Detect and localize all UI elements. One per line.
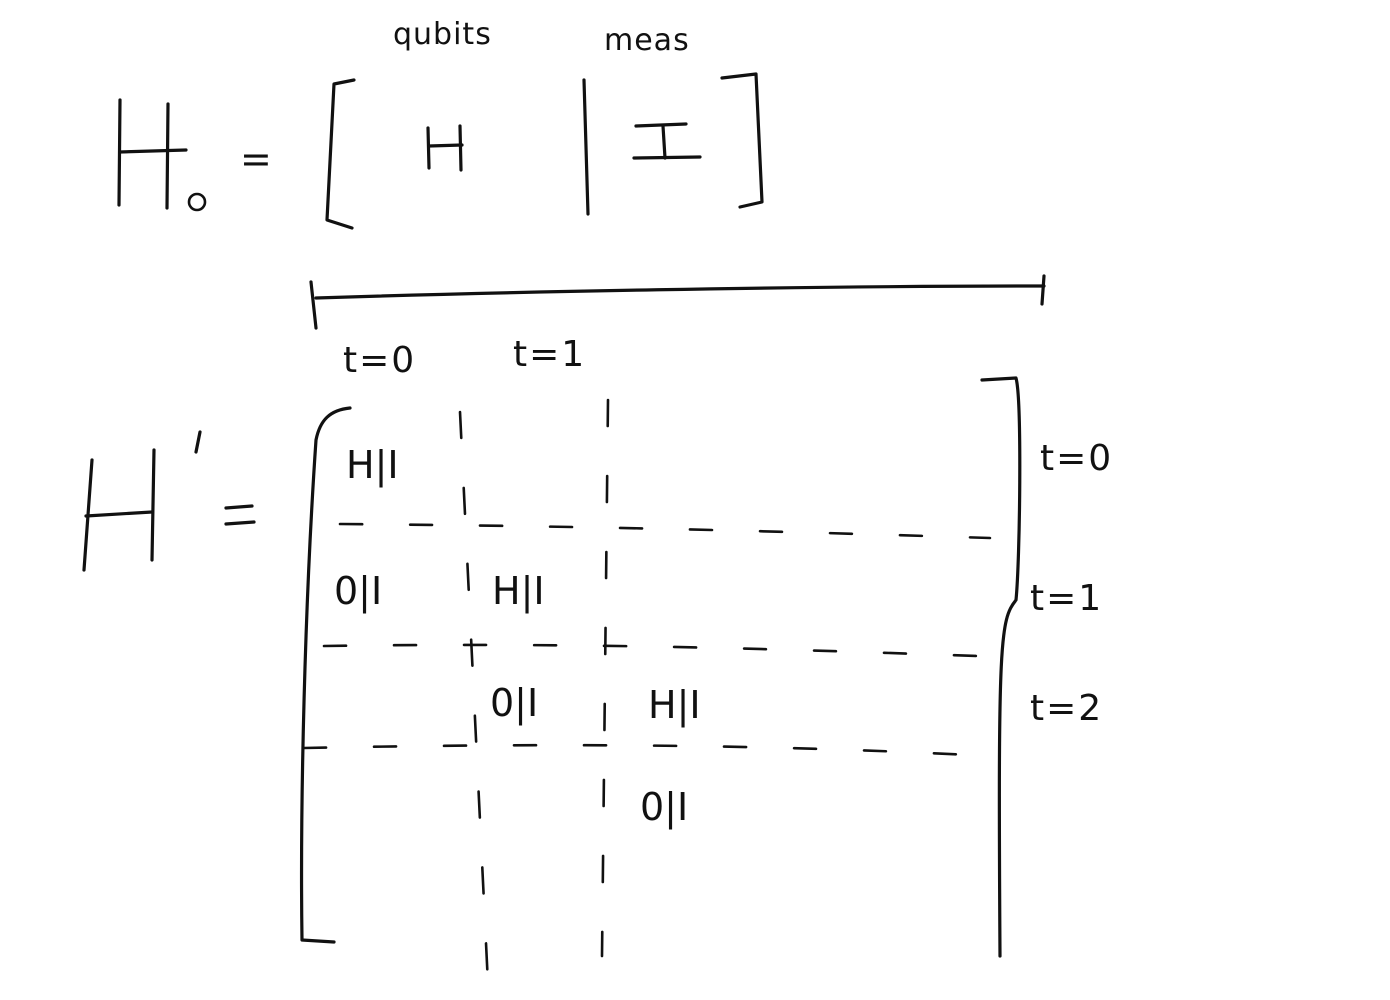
h0-equation: =	[117, 72, 764, 230]
row-separator-1	[338, 522, 992, 540]
block-r0c0: H|I	[346, 443, 399, 488]
row-label-t0: t=0	[1040, 438, 1113, 479]
h0-equals: =	[240, 137, 272, 181]
h0-right-bracket	[720, 72, 764, 209]
span-line	[314, 284, 1046, 300]
block-r2c2: H|I	[648, 683, 701, 728]
block-r1c0: 0|I	[334, 569, 382, 614]
qubits-label: qubits	[393, 17, 492, 52]
h0-lhs-letter	[117, 98, 207, 212]
block-r1c1: H|I	[492, 569, 545, 614]
row-label-t1: t=1	[1030, 578, 1103, 619]
h0-block-i	[632, 122, 702, 160]
row-label-t2: t=2	[1030, 688, 1103, 729]
hprime-left-bracket	[299, 406, 352, 944]
row-separator-2	[322, 643, 980, 658]
col-label-t0: t=0	[343, 340, 416, 381]
h0-block-h	[426, 124, 464, 172]
col-label-t1: t=1	[513, 334, 586, 375]
hprime-equals	[224, 504, 256, 526]
span-left-tick	[309, 280, 318, 330]
block-r3c2: 0|I	[640, 785, 688, 830]
h0-separator	[582, 78, 590, 216]
column-separator-1	[458, 410, 490, 986]
row-separator-3	[302, 743, 990, 758]
hprime-right-bracket	[980, 376, 1022, 958]
h0-left-bracket	[325, 78, 356, 230]
span-right-tick	[1040, 274, 1046, 306]
meas-label: meas	[604, 23, 690, 58]
block-r2c1: 0|I	[490, 681, 538, 726]
hprime-lhs	[82, 430, 202, 572]
column-separator-2	[600, 398, 610, 958]
